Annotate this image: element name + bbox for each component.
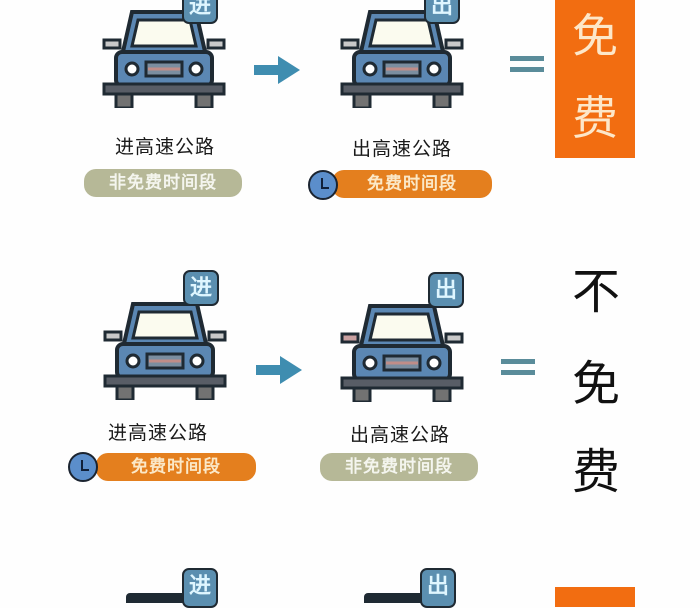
entry-road-label: 进高速公路 (107, 422, 208, 444)
entry-period-pill: 免费时间段 (96, 453, 256, 481)
entry-car-row2: 进 (103, 270, 227, 400)
equals-icon (501, 359, 535, 377)
exit-badge: 出 (420, 568, 456, 608)
entry-badge: 进 (182, 0, 218, 24)
exit-road-label: 出高速公路 (351, 138, 452, 160)
entry-car-row1: 进 (102, 0, 226, 108)
equals-icon (510, 56, 544, 74)
result-not-free: 不 免 费 (566, 252, 626, 502)
clock-icon (68, 452, 98, 482)
result-free-box: 免 费 (555, 0, 635, 158)
arrow-right-icon (254, 56, 300, 84)
entry-badge: 进 (183, 270, 219, 306)
result-char: 费 (571, 444, 620, 500)
entry-period-pill: 非免费时间段 (84, 169, 242, 197)
result-char: 费 (572, 91, 618, 145)
exit-period-pill: 非免费时间段 (320, 453, 478, 481)
entry-car-row3-roof (126, 593, 184, 603)
exit-period-pill: 免费时间段 (332, 170, 492, 198)
exit-road-label: 出高速公路 (349, 424, 450, 446)
exit-badge: 出 (428, 272, 464, 308)
arrow-right-icon (256, 356, 302, 384)
clock-icon (308, 170, 338, 200)
car-front-icon (340, 10, 464, 108)
exit-car-row3-roof (364, 593, 422, 603)
result-char: 不 (571, 264, 620, 320)
exit-car-row2: 出 (340, 272, 464, 402)
result-box-row3 (555, 587, 635, 607)
result-char: 免 (572, 9, 618, 63)
exit-car-row1: 出 (340, 0, 464, 108)
car-front-icon (103, 302, 227, 400)
car-front-icon (340, 304, 464, 402)
entry-road-label: 进高速公路 (114, 136, 215, 158)
entry-badge: 进 (182, 568, 218, 608)
exit-badge: 出 (424, 0, 460, 24)
result-char: 免 (571, 356, 620, 412)
